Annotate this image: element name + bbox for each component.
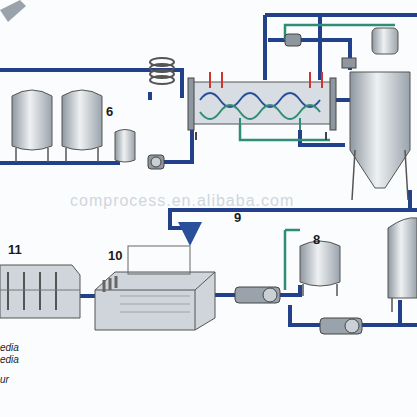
equipment-fragment bbox=[0, 0, 26, 22]
side-note: ur bbox=[0, 374, 9, 385]
storage-tank bbox=[388, 218, 417, 312]
packing-machine bbox=[0, 265, 80, 318]
side-note: edia bbox=[0, 342, 19, 353]
pump bbox=[235, 287, 362, 334]
flow-arrow bbox=[189, 226, 192, 240]
heating-coil bbox=[150, 58, 174, 84]
side-note: edia bbox=[0, 354, 19, 365]
vacuum-vessel bbox=[342, 28, 410, 200]
callout-number: 9 bbox=[234, 210, 241, 225]
storage-tank bbox=[12, 90, 135, 162]
callout-number: 11 bbox=[8, 242, 22, 257]
watermark: comprocess.en.alibaba.com bbox=[70, 192, 294, 210]
callout-number: 10 bbox=[108, 248, 122, 263]
pump bbox=[285, 34, 301, 46]
plate-heat-exchanger bbox=[188, 72, 336, 140]
mixing-tank bbox=[300, 241, 340, 296]
callout-number: 6 bbox=[106, 104, 113, 119]
filling-machine bbox=[95, 246, 215, 330]
pump bbox=[148, 155, 164, 169]
callout-number: 8 bbox=[313, 232, 320, 247]
